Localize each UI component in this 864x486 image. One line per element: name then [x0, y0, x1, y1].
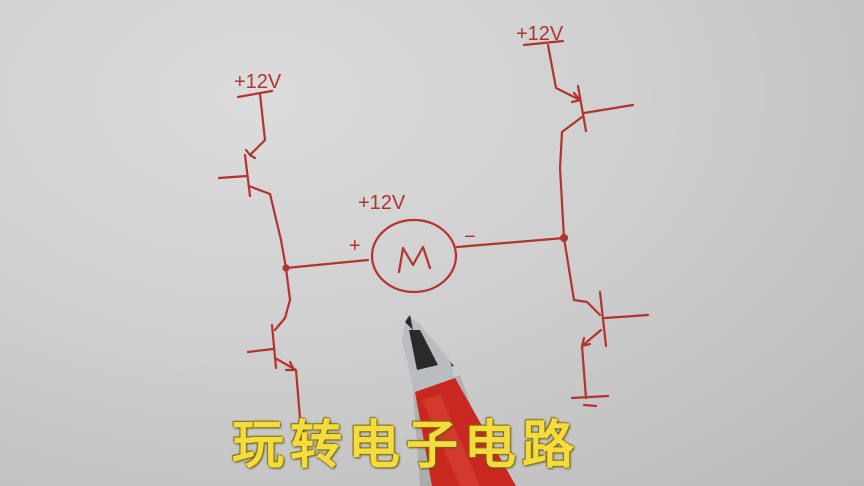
motor-circle	[370, 218, 458, 294]
right-mid-wire	[562, 236, 602, 317]
left-supply-bar	[236, 89, 274, 99]
right-top-collector-wire	[558, 115, 584, 240]
motor-minus-label: −	[464, 226, 476, 248]
right-bottom-emitter-wire	[580, 328, 603, 400]
subtitle-caption: 玩转电子电路	[232, 408, 632, 476]
left-top-base-wire	[217, 174, 249, 180]
pen	[402, 315, 516, 486]
right-supply-label: +12V	[516, 23, 564, 45]
left-mid-wire	[273, 266, 292, 332]
motor-plus-label: +	[349, 235, 361, 257]
left-bottom-emitter-wire	[273, 356, 303, 432]
caption-text: 玩转电子电路	[232, 415, 581, 476]
left-bottom-base-wire	[246, 347, 275, 354]
right-bottom-base-bar	[598, 290, 608, 348]
left-top-collector-wire	[247, 184, 288, 270]
right-motor-wire	[455, 236, 566, 249]
motor-M	[397, 245, 432, 274]
right-ground-bar	[570, 394, 610, 400]
right-top-base-wire	[582, 103, 635, 115]
left-motor-wire	[284, 258, 370, 270]
left-top-emitter-wire	[248, 92, 267, 157]
left-bottom-base-bar	[270, 323, 278, 370]
right-top-base-bar	[576, 84, 588, 133]
right-top-emitter-wire	[546, 43, 582, 102]
left-supply-label: +12V	[234, 71, 282, 93]
right-bottom-base-wire	[603, 313, 650, 320]
motor-supply-label: +12V	[358, 192, 406, 214]
right-supply-bar	[522, 39, 565, 47]
